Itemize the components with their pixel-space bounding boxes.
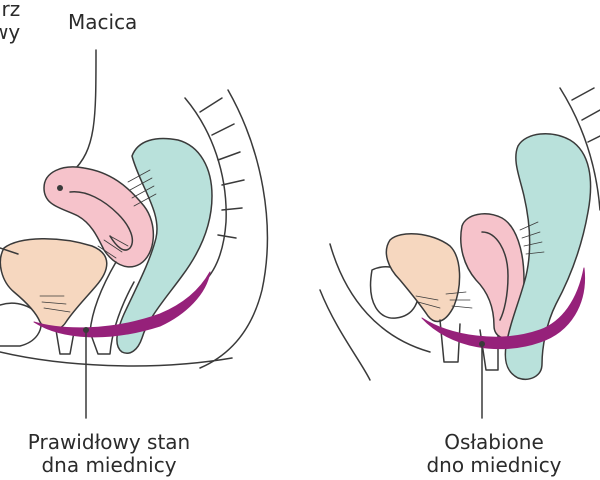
- uterus-label: Macica: [68, 10, 138, 34]
- belly-contour-right: [319, 289, 371, 381]
- weakened-label-line1: Osłabione: [444, 430, 544, 454]
- normal-pelvic-floor-label: Prawidłowy stan dna miednicy: [14, 431, 204, 477]
- bladder-weakened: [385, 233, 461, 323]
- weakened-pelvis-illustration: [319, 87, 600, 419]
- rectum-normal: [116, 137, 213, 354]
- sacrum-right: [559, 87, 600, 211]
- normal-pelvis-illustration: [0, 49, 269, 419]
- pelvic-floor-normal: [33, 271, 211, 338]
- normal-label-line1: Prawidłowy stan: [27, 430, 191, 454]
- pelvis-floor-contour-left: [0, 351, 233, 367]
- sacrum-left: [184, 97, 227, 283]
- weakened-label-line2: dno miednicy: [426, 453, 562, 477]
- bladder-label: rz wy: [0, 0, 20, 44]
- normal-label-line2: dna miednicy: [41, 453, 177, 477]
- weakened-pelvic-floor-label: Osłabione dno miednicy: [424, 431, 564, 477]
- body-contour-right: [329, 243, 431, 353]
- body-contour-left: [199, 89, 269, 369]
- vagina-normal: [89, 261, 135, 355]
- pelvic-floor-weakened: [421, 267, 586, 350]
- rectum-weakened: [504, 133, 592, 380]
- bladder-label-line2: wy: [0, 20, 21, 44]
- bladder-label-line1: rz: [1, 0, 21, 21]
- bladder-normal: [0, 238, 108, 331]
